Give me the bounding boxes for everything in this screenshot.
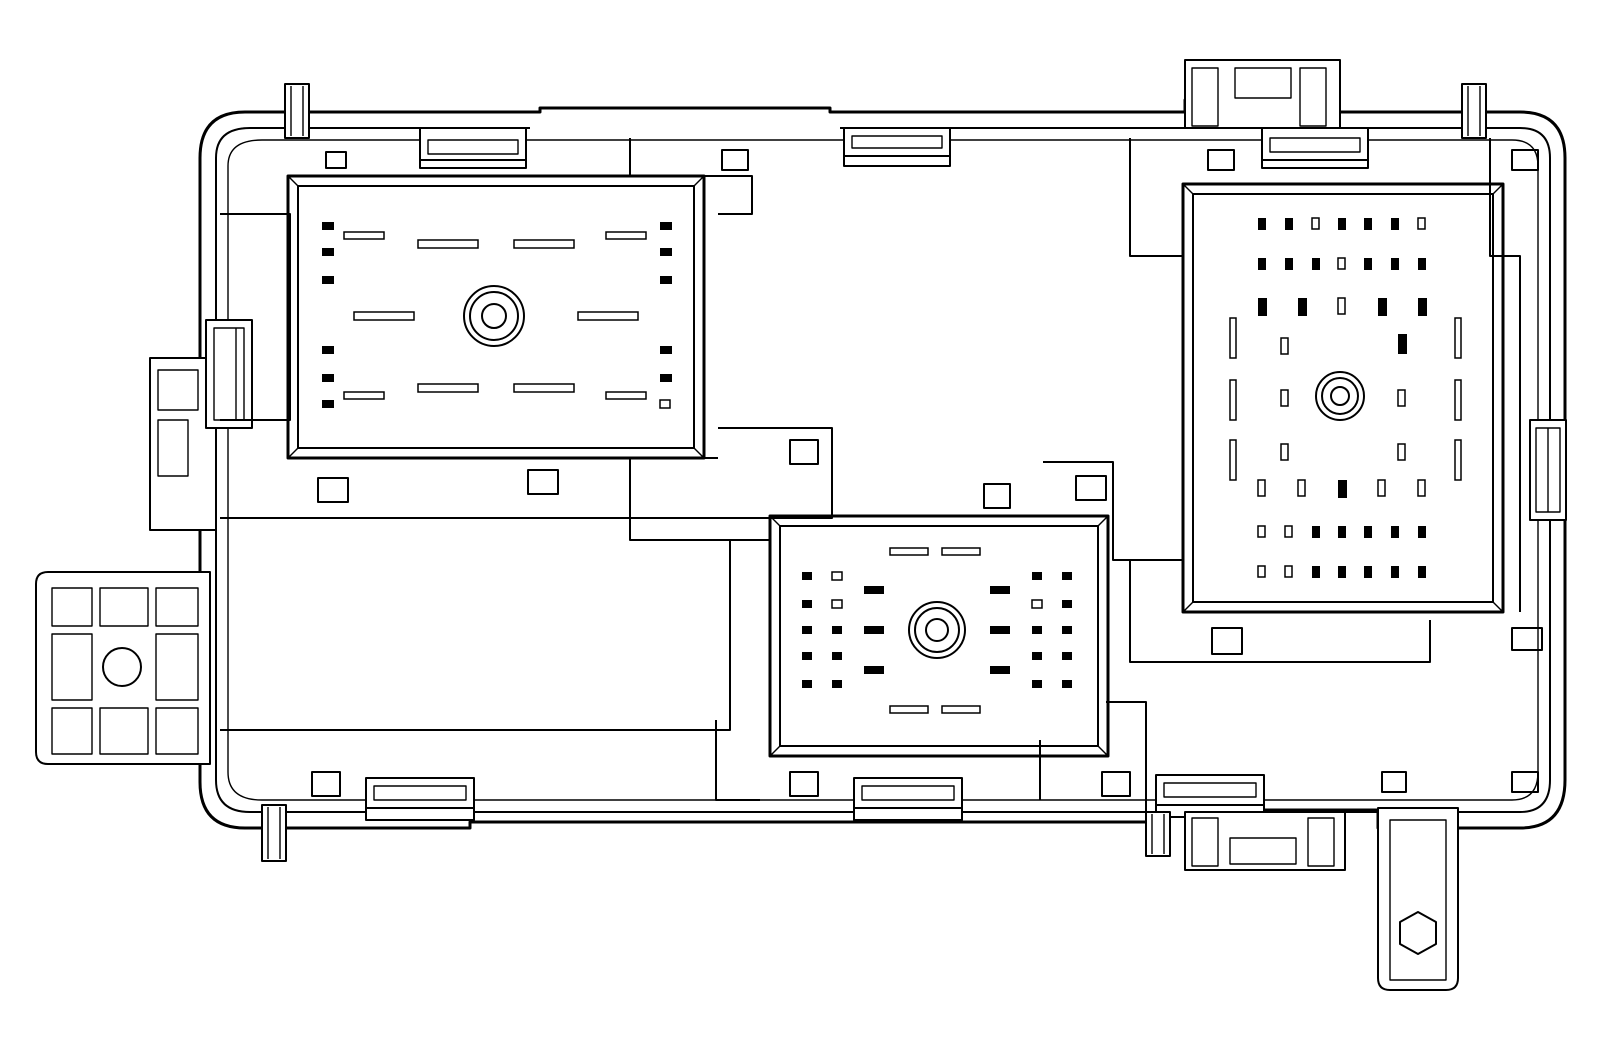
right-side-features — [1529, 419, 1567, 521]
bottom-latches — [261, 774, 1459, 991]
connector-a — [286, 174, 706, 460]
interior-panel-lines — [220, 138, 1521, 812]
small-square-marks — [311, 149, 1543, 797]
connector-c-pins — [1229, 217, 1462, 578]
connector-b-pins — [802, 547, 1072, 714]
left-side-features — [35, 319, 253, 765]
connector-b — [768, 514, 1110, 758]
connector-a-pins — [322, 222, 672, 409]
connector-c — [1181, 182, 1505, 614]
housing-outline — [198, 98, 1567, 830]
top-latches — [284, 59, 1487, 169]
